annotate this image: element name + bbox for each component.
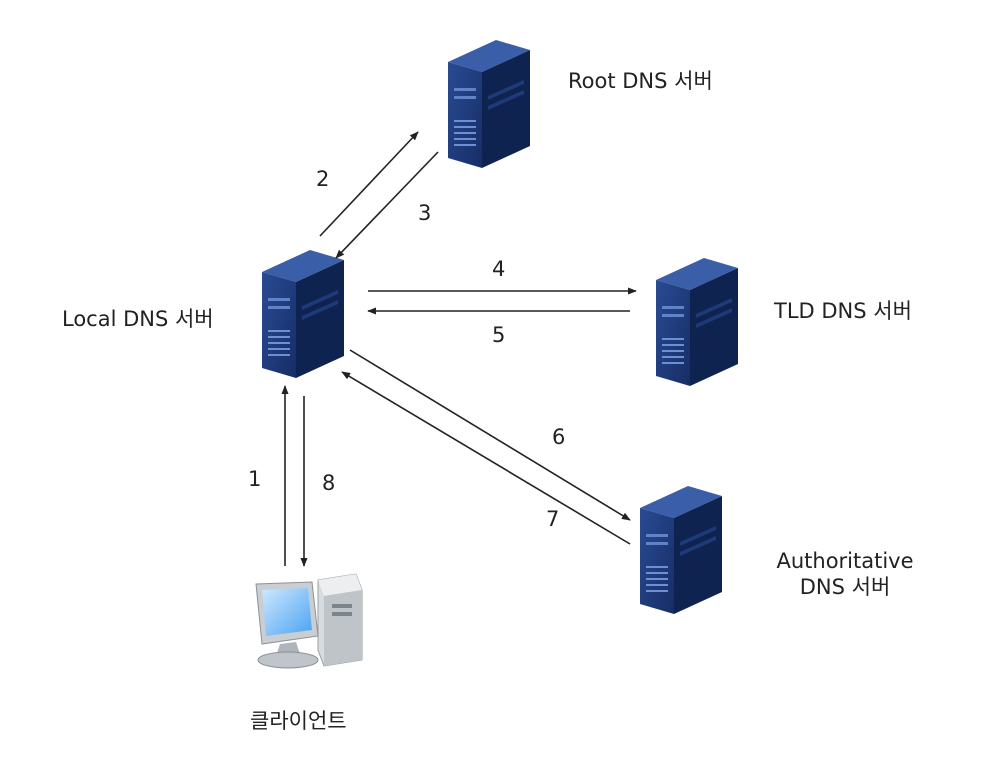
- local-server-icon: [262, 250, 344, 378]
- authoritative-server-icon: [640, 486, 722, 614]
- step-number-8: 8: [322, 471, 336, 495]
- local-dns-label: Local DNS 서버: [62, 307, 214, 331]
- client-label: 클라이언트: [250, 709, 347, 733]
- tld-dns-label: TLD DNS 서버: [774, 299, 912, 323]
- tld-server-icon: [656, 258, 738, 386]
- step-number-4: 4: [492, 257, 506, 281]
- step-number-1: 1: [248, 467, 262, 491]
- step-number-2: 2: [316, 167, 330, 191]
- root-server-icon: [448, 40, 530, 168]
- root-dns-label: Root DNS 서버: [568, 69, 713, 93]
- arrow-3: [335, 151, 439, 259]
- authoritative-label-line2: DNS 서버: [799, 575, 891, 600]
- step-number-6: 6: [552, 425, 566, 449]
- authoritative-dns-label: Authoritative DNS 서버: [760, 548, 930, 601]
- arrow-2: [319, 131, 419, 237]
- authoritative-label-line1: Authoritative: [776, 549, 914, 573]
- step-number-7: 7: [546, 507, 560, 531]
- step-number-5: 5: [492, 323, 506, 347]
- desktop-computer-icon: [255, 573, 363, 669]
- arrow-6: [349, 349, 631, 521]
- arrow-7: [341, 371, 631, 545]
- step-number-3: 3: [418, 201, 432, 225]
